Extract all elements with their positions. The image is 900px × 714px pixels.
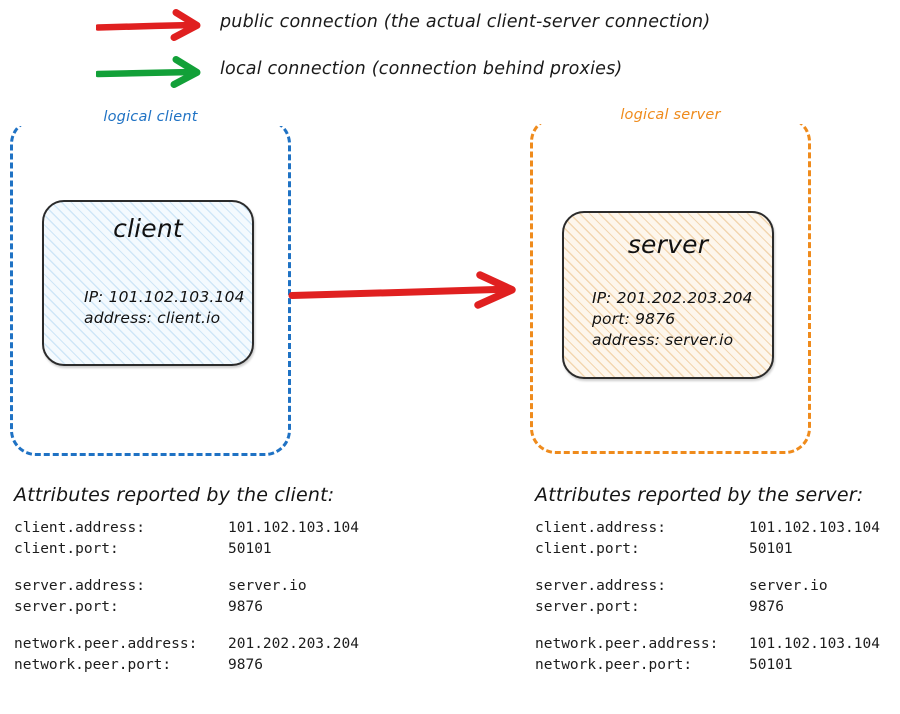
client-node-title: client bbox=[113, 214, 183, 243]
logical-client-container: logical client bbox=[10, 108, 291, 456]
server-attributes-heading: Attributes reported by the server: bbox=[535, 484, 864, 506]
attribute-key: server.port: bbox=[14, 599, 119, 615]
legend: public connection (the actual client-ser… bbox=[0, 0, 900, 105]
attribute-value: 9876 bbox=[749, 599, 784, 615]
attribute-value: server.io bbox=[228, 578, 307, 594]
attribute-key: client.port: bbox=[535, 541, 640, 557]
attribute-key: network.peer.address: bbox=[14, 636, 198, 652]
server-detail-address: address: server.io bbox=[592, 331, 734, 349]
attribute-group: server.address: server.io server.port: 9… bbox=[535, 576, 900, 618]
server-node: server IP: 201.202.203.204 port: 9876 ad… bbox=[562, 211, 774, 379]
attribute-row: network.peer.address: 201.202.203.204 bbox=[14, 634, 444, 655]
logical-server-label: logical server bbox=[533, 106, 808, 124]
attribute-group: network.peer.address: 101.102.103.104 ne… bbox=[535, 634, 900, 676]
attribute-value: server.io bbox=[749, 578, 828, 594]
attribute-value: 50101 bbox=[228, 541, 272, 557]
client-attributes-heading: Attributes reported by the client: bbox=[14, 484, 335, 506]
client-detail-address: address: client.io bbox=[84, 309, 221, 327]
attribute-row: server.port: 9876 bbox=[14, 597, 444, 618]
public-connection-arrow bbox=[288, 271, 516, 309]
attribute-row: client.port: 50101 bbox=[14, 539, 444, 560]
attribute-value: 9876 bbox=[228, 657, 263, 673]
legend-label-public: public connection (the actual client-ser… bbox=[220, 12, 711, 32]
attribute-row: server.address: server.io bbox=[535, 576, 900, 597]
attribute-row: network.peer.port: 9876 bbox=[14, 655, 444, 676]
server-node-title: server bbox=[627, 230, 709, 259]
logical-server-container: logical server bbox=[530, 106, 811, 454]
attribute-group: network.peer.address: 201.202.203.204 ne… bbox=[14, 634, 444, 676]
legend-item-public: public connection (the actual client-ser… bbox=[0, 6, 900, 46]
legend-item-local: local connection (connection behind prox… bbox=[0, 53, 900, 93]
attribute-value: 50101 bbox=[749, 657, 793, 673]
attribute-key: server.address: bbox=[535, 578, 666, 594]
attribute-row: client.address: 101.102.103.104 bbox=[535, 518, 900, 539]
attribute-key: network.peer.port: bbox=[535, 657, 693, 673]
client-node: client IP: 101.102.103.104 address: clie… bbox=[42, 200, 254, 366]
attribute-key: client.address: bbox=[535, 520, 666, 536]
logical-client-label: logical client bbox=[13, 108, 288, 126]
client-detail-ip: IP: 101.102.103.104 bbox=[84, 288, 245, 306]
attribute-key: server.address: bbox=[14, 578, 145, 594]
attribute-value: 9876 bbox=[228, 599, 263, 615]
attribute-row: client.port: 50101 bbox=[535, 539, 900, 560]
green-arrow-icon bbox=[96, 56, 201, 88]
server-detail-port: port: 9876 bbox=[592, 310, 676, 328]
attribute-value: 101.102.103.104 bbox=[749, 636, 880, 652]
attribute-value: 101.102.103.104 bbox=[749, 520, 880, 536]
attribute-group: client.address: 101.102.103.104 client.p… bbox=[14, 518, 444, 560]
attribute-value: 101.102.103.104 bbox=[228, 520, 359, 536]
attribute-value: 201.202.203.204 bbox=[228, 636, 359, 652]
attribute-key: network.peer.address: bbox=[535, 636, 719, 652]
server-node-details: IP: 201.202.203.204 port: 9876 address: … bbox=[592, 288, 753, 351]
attribute-group: server.address: server.io server.port: 9… bbox=[14, 576, 444, 618]
attribute-value: 50101 bbox=[749, 541, 793, 557]
attribute-row: server.address: server.io bbox=[14, 576, 444, 597]
client-attributes-panel: Attributes reported by the client: clien… bbox=[14, 484, 444, 676]
attribute-group: client.address: 101.102.103.104 client.p… bbox=[535, 518, 900, 560]
attribute-row: network.peer.port: 50101 bbox=[535, 655, 900, 676]
attribute-key: client.address: bbox=[14, 520, 145, 536]
attribute-row: client.address: 101.102.103.104 bbox=[14, 518, 444, 539]
attribute-key: network.peer.port: bbox=[14, 657, 172, 673]
legend-label-local: local connection (connection behind prox… bbox=[220, 59, 623, 79]
server-detail-ip: IP: 201.202.203.204 bbox=[592, 289, 753, 307]
attribute-row: server.port: 9876 bbox=[535, 597, 900, 618]
red-arrow-icon bbox=[96, 9, 201, 41]
attribute-key: client.port: bbox=[14, 541, 119, 557]
client-node-details: IP: 101.102.103.104 address: client.io bbox=[84, 287, 245, 329]
attribute-key: server.port: bbox=[535, 599, 640, 615]
server-attributes-panel: Attributes reported by the server: clien… bbox=[535, 484, 900, 676]
attribute-row: network.peer.address: 101.102.103.104 bbox=[535, 634, 900, 655]
